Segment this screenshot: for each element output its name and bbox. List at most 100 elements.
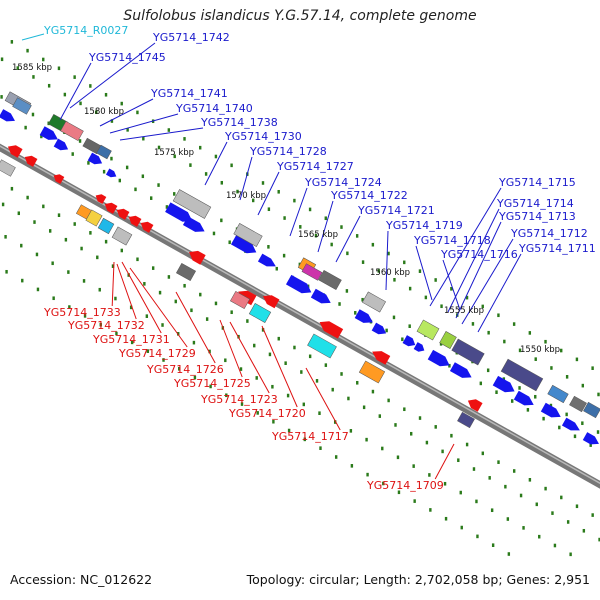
forward-feature-bar: [12, 97, 32, 115]
forward-gene-label: YG5714_1713: [498, 210, 576, 223]
tick-dot: [115, 331, 118, 336]
forward-leader-line: [447, 208, 500, 313]
tick-dot: [378, 414, 382, 418]
tick-dot: [299, 225, 302, 229]
tick-dot: [355, 234, 359, 238]
forward-gene-arrow: [87, 152, 103, 165]
tick-dot: [255, 376, 258, 380]
tick-dot: [158, 290, 162, 295]
tick-dot: [308, 354, 312, 359]
tick-dot: [371, 389, 375, 394]
forward-gene-label: YG5714_1740: [175, 102, 253, 115]
reverse-leader-line: [219, 319, 243, 378]
tick-dot: [512, 469, 516, 473]
forward-feature-bar: [233, 223, 263, 247]
tick-dot: [267, 245, 270, 249]
forward-gene-label: YG5714_1741: [150, 87, 228, 100]
forward-gene-arrow: [310, 288, 331, 304]
tick-dot: [526, 408, 530, 412]
forward-feature-bar: [547, 384, 569, 404]
tick-dot: [48, 229, 52, 233]
tick-dot: [230, 163, 233, 168]
tick-dot: [293, 198, 296, 203]
forward-feature-bar: [569, 395, 587, 413]
kbp-scale-label: 1560 kbp: [370, 268, 410, 278]
tick-dot: [136, 257, 139, 262]
forward-feature-bar: [451, 338, 485, 366]
tick-dot: [350, 464, 354, 468]
tick-dot: [40, 134, 43, 139]
reverse-gene-label: YG5714_1732: [67, 319, 145, 332]
tick-dot: [429, 508, 432, 512]
tick-dot: [209, 384, 212, 389]
tick-dot: [167, 128, 171, 132]
reverse-feature-bar: [0, 159, 16, 177]
reverse-gene-arrow: [372, 351, 391, 365]
tick-dot: [566, 520, 570, 524]
tick-dot: [450, 433, 453, 438]
reverse-leader-line: [129, 267, 188, 348]
tick-dot: [440, 304, 443, 309]
tick-dot: [230, 310, 233, 315]
tick-dot: [331, 387, 334, 392]
tick-dot: [528, 331, 532, 335]
tick-dot: [412, 464, 415, 468]
tick-dot: [581, 383, 585, 388]
tick-dot: [246, 319, 249, 323]
reverse-gene-arrow: [263, 295, 280, 309]
forward-gene-arrow: [285, 274, 312, 294]
tick-dot: [324, 216, 327, 221]
tick-dot: [340, 225, 343, 229]
tick-dot: [82, 279, 86, 283]
tick-dot: [220, 218, 223, 223]
reverse-gene-arrow: [128, 215, 142, 227]
reverse-feature-bar: [85, 209, 103, 227]
reverse-gene-label: YG5714_1717: [271, 430, 349, 443]
reverse-gene-arrow: [104, 202, 118, 214]
reverse-feature-bar: [358, 360, 386, 384]
forward-gene-arrow: [182, 216, 205, 232]
forward-feature-bar: [301, 263, 323, 281]
tick-dot: [382, 481, 385, 486]
tick-dot: [214, 301, 218, 306]
tick-dot: [330, 242, 333, 247]
tick-dot: [393, 277, 396, 282]
reverse-feature-bar: [229, 290, 251, 310]
tick-dot: [497, 313, 500, 318]
tick-dot: [32, 75, 35, 79]
topology-summary: Topology: circular; Length: 2,702,058 bp…: [246, 572, 590, 587]
reverse-leader-line: [175, 291, 216, 364]
forward-gene-label: YG5714_1721: [357, 204, 435, 217]
tick-dot: [302, 402, 305, 407]
forward-gene-arrow: [39, 126, 58, 140]
tick-dot: [504, 484, 507, 489]
tick-dot: [68, 305, 71, 309]
forward-gene-label: YG5714_1715: [498, 176, 576, 189]
tick-dot: [26, 195, 29, 200]
forward-gene-label: YG5714_1738: [200, 116, 278, 129]
tick-dot: [130, 340, 134, 345]
tick-dot: [205, 317, 209, 321]
tick-dot: [542, 416, 545, 421]
reverse-gene-label: YG5714_1733: [43, 306, 121, 319]
tick-dot: [174, 299, 177, 304]
tick-dot: [20, 243, 23, 248]
forward-feature-bar: [362, 291, 386, 313]
reverse-gene-arrow: [7, 145, 23, 158]
kbp-scale-label: 1550 kbp: [520, 345, 560, 355]
reverse-gene-label: YG5714_1731: [92, 333, 170, 346]
tick-dot: [225, 393, 228, 398]
forward-feature-bar: [172, 189, 212, 219]
tick-dot: [565, 375, 569, 379]
forward-gene-label: YG5714_1712: [510, 227, 588, 240]
tick-dot: [569, 552, 572, 557]
tick-dot: [104, 239, 108, 244]
tick-dot: [596, 430, 600, 434]
forward-gene-label: YG5714_1718: [413, 234, 491, 247]
forward-feature-bar: [439, 331, 457, 349]
tick-dot: [506, 517, 510, 521]
tick-dot: [340, 372, 343, 376]
forward-leader-line: [239, 156, 253, 201]
reverse-leader-line: [116, 263, 137, 320]
tick-dot: [371, 242, 375, 247]
